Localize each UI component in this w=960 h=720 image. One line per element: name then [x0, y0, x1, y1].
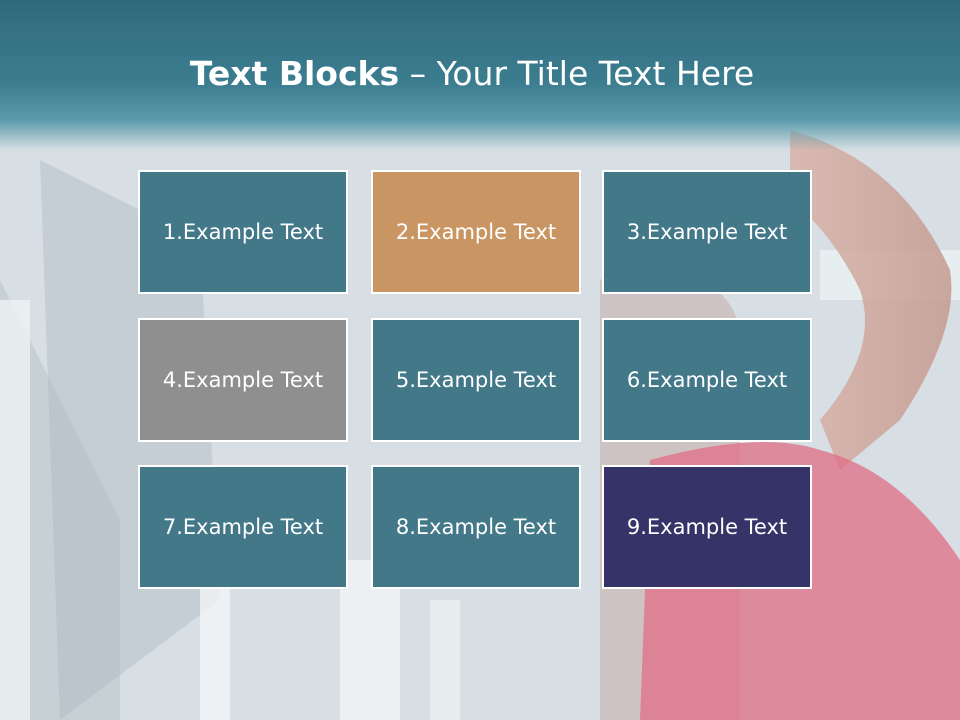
- text-block-4[interactable]: 4.Example Text: [138, 318, 348, 442]
- slide-title: Text Blocks – Your Title Text Here: [0, 54, 944, 93]
- text-block-label: 9.Example Text: [626, 515, 788, 539]
- text-block-label: 5.Example Text: [395, 368, 557, 392]
- text-block-5[interactable]: 5.Example Text: [371, 318, 581, 442]
- text-block-label: 8.Example Text: [395, 515, 557, 539]
- text-block-8[interactable]: 8.Example Text: [371, 465, 581, 589]
- text-blocks-grid: 1.Example Text 2.Example Text 3.Example …: [138, 170, 814, 592]
- text-block-label: 4.Example Text: [162, 368, 324, 392]
- text-block-label: 3.Example Text: [626, 220, 788, 244]
- text-block-label: 7.Example Text: [162, 515, 324, 539]
- text-block-label: 2.Example Text: [395, 220, 557, 244]
- text-block-6[interactable]: 6.Example Text: [602, 318, 812, 442]
- text-block-7[interactable]: 7.Example Text: [138, 465, 348, 589]
- text-block-9[interactable]: 9.Example Text: [602, 465, 812, 589]
- text-block-3[interactable]: 3.Example Text: [602, 170, 812, 294]
- title-rest: – Your Title Text Here: [399, 54, 755, 93]
- title-bold: Text Blocks: [189, 54, 400, 93]
- text-block-2[interactable]: 2.Example Text: [371, 170, 581, 294]
- text-block-label: 1.Example Text: [162, 220, 324, 244]
- text-block-label: 6.Example Text: [626, 368, 788, 392]
- title-band: [0, 0, 960, 150]
- text-block-1[interactable]: 1.Example Text: [138, 170, 348, 294]
